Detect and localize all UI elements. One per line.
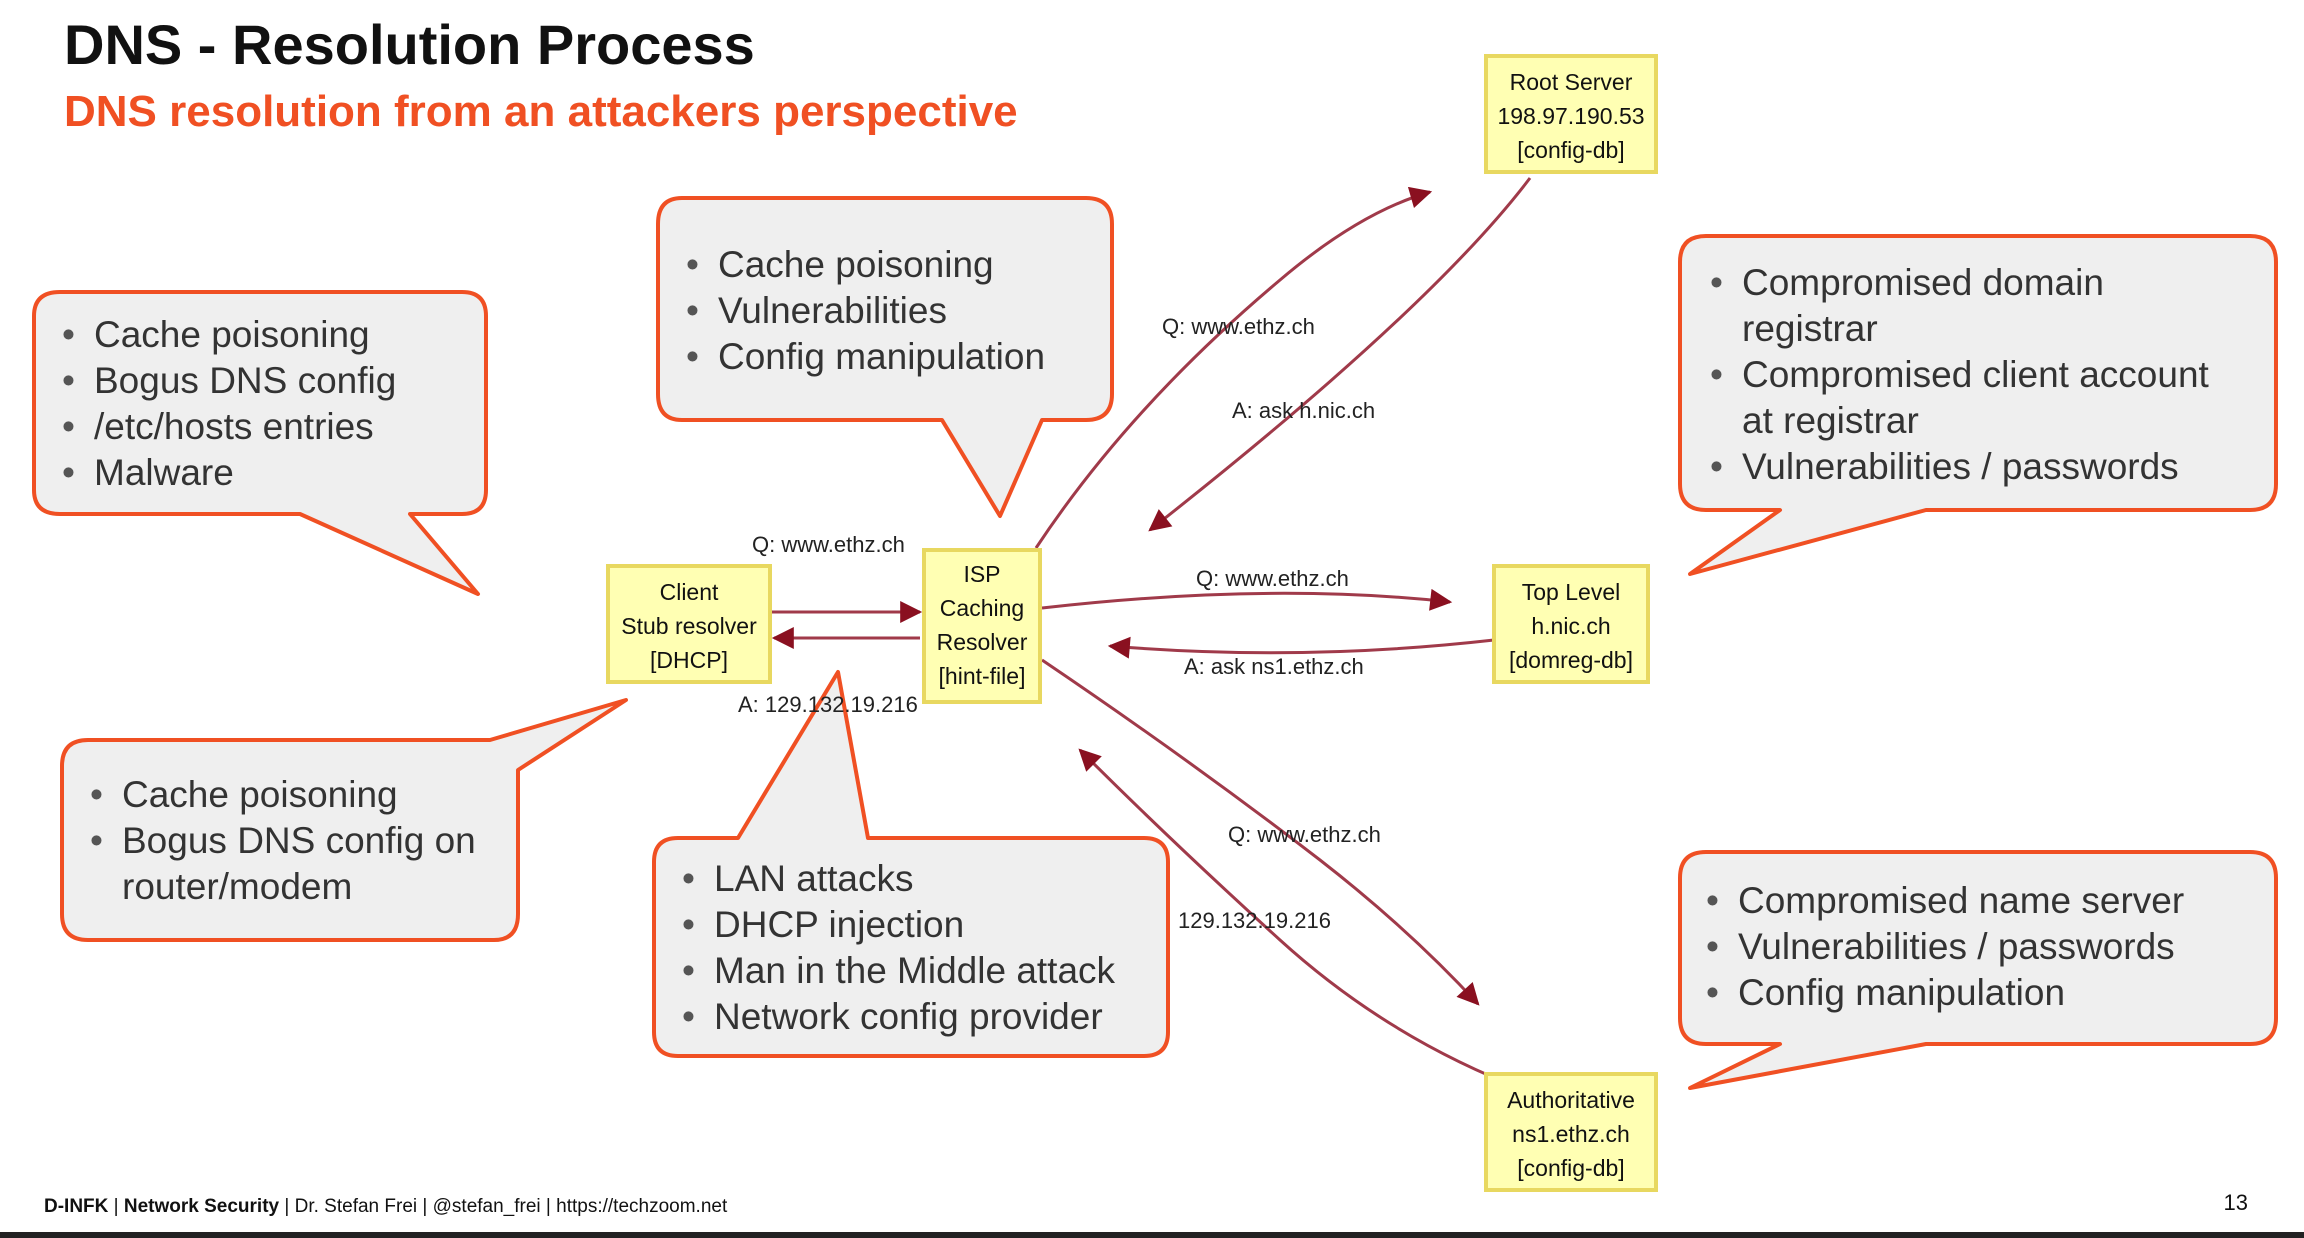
node-isp-line: Resolver: [937, 629, 1028, 655]
node-root-line: [config-db]: [1517, 137, 1624, 163]
node-tld-line: Top Level: [1522, 579, 1620, 605]
edge-isp-to-auth: [1041, 658, 1480, 1006]
callout-item: Malware: [60, 450, 480, 496]
callout-item: Cache poisoning: [60, 312, 480, 358]
footer-separator: |: [422, 1196, 428, 1217]
callout-nameserver-list: Compromised name server Vulnerabilities …: [1704, 878, 2264, 1016]
edge-isp-to-tld: [1041, 588, 1453, 611]
callout-item: Cache poisoning: [684, 242, 1104, 288]
node-auth-line: Authoritative: [1507, 1087, 1635, 1113]
footer-org: D-INFK: [44, 1196, 109, 1217]
node-root-server: Root Server 198.97.190.53 [config-db]: [1484, 54, 1658, 174]
edge-label-root-query: Q: www.ethz.ch: [1162, 314, 1315, 339]
callout-item: Vulnerabilities / passwords: [1708, 444, 2248, 490]
edge-label-client-answer: A: 129.132.19.216: [738, 692, 918, 717]
node-client-line: Stub resolver: [621, 613, 757, 639]
footer-author: Dr. Stefan Frei: [294, 1196, 418, 1217]
slide-subtitle: DNS resolution from an attackers perspec…: [64, 87, 1018, 136]
callout-item: Compromised client account at registrar: [1708, 352, 2248, 444]
edge-label-auth-answer: 129.132.19.216: [1178, 908, 1331, 933]
callout-item: Man in the Middle attack: [680, 948, 1160, 994]
callout-item: /etc/hosts entries: [60, 404, 480, 450]
callout-item: Compromised domain registrar: [1708, 260, 2248, 352]
node-isp-line: [hint-file]: [939, 663, 1026, 689]
callout-item: Config manipulation: [684, 334, 1104, 380]
slide-title: DNS - Resolution Process: [64, 13, 755, 76]
callout-lan-list: LAN attacks DHCP injection Man in the Mi…: [680, 856, 1160, 1040]
node-root-line: 198.97.190.53: [1497, 103, 1644, 129]
node-isp-line: ISP: [963, 561, 1000, 587]
edge-root-to-isp: [1148, 177, 1532, 532]
footer-separator: |: [545, 1196, 551, 1217]
node-auth-line: ns1.ethz.ch: [1512, 1121, 1630, 1147]
footer-course: Network Security: [123, 1196, 280, 1217]
edge-tld-to-isp: [1107, 636, 1495, 659]
callout-item: Cache poisoning: [88, 772, 488, 818]
callout-item: Vulnerabilities: [684, 288, 1104, 334]
node-authoritative: Authoritative ns1.ethz.ch [config-db]: [1484, 1072, 1658, 1192]
callout-item: Config manipulation: [1704, 970, 2264, 1016]
node-client: Client Stub resolver [DHCP]: [606, 564, 772, 684]
callout-item: LAN attacks: [680, 856, 1160, 902]
node-auth-line: [config-db]: [1517, 1155, 1624, 1181]
node-isp-line: Caching: [940, 595, 1024, 621]
edge-label-tld-query: Q: www.ethz.ch: [1196, 566, 1349, 591]
edge-isp-to-root: [1034, 186, 1433, 549]
node-top-level: Top Level h.nic.ch [domreg-db]: [1492, 564, 1650, 684]
callout-item: Vulnerabilities / passwords: [1704, 924, 2264, 970]
node-client-line: [DHCP]: [650, 647, 728, 673]
node-client-line: Client: [660, 579, 719, 605]
node-root-line: Root Server: [1510, 69, 1633, 95]
node-tld-line: [domreg-db]: [1509, 647, 1633, 673]
callout-item: Bogus DNS config on router/modem: [88, 818, 488, 910]
callout-item: Network config provider: [680, 994, 1160, 1040]
bottom-divider: [0, 1232, 2304, 1238]
node-tld-line: h.nic.ch: [1531, 613, 1610, 639]
callout-item: Compromised name server: [1704, 878, 2264, 924]
slide-footer: D-INFK | Network Security | Dr. Stefan F…: [44, 1196, 727, 1218]
callout-resolver-list: Cache poisoning Vulnerabilities Config m…: [684, 242, 1104, 380]
edge-auth-to-isp: [1078, 748, 1531, 1094]
node-isp-resolver: ISP Caching Resolver [hint-file]: [922, 548, 1042, 704]
edge-label-tld-answer: A: ask ns1.ethz.ch: [1184, 654, 1364, 679]
edge-label-client-query: Q: www.ethz.ch: [752, 532, 905, 557]
footer-handle: @stefan_frei: [432, 1196, 541, 1217]
callout-item: DHCP injection: [680, 902, 1160, 948]
page-number: 13: [2223, 1190, 2248, 1215]
footer-separator: |: [113, 1196, 119, 1217]
callout-client-list: Cache poisoning Bogus DNS config /etc/ho…: [60, 312, 480, 496]
footer-separator: |: [284, 1196, 290, 1217]
callout-item: Bogus DNS config: [60, 358, 480, 404]
callout-router-list: Cache poisoning Bogus DNS config on rout…: [88, 772, 488, 910]
callout-registrar-list: Compromised domain registrar Compromised…: [1708, 260, 2248, 490]
edge-label-root-answer: A: ask h.nic.ch: [1232, 398, 1375, 423]
footer-url[interactable]: https://techzoom.net: [556, 1196, 728, 1217]
edge-label-auth-query: Q: www.ethz.ch: [1228, 822, 1381, 847]
